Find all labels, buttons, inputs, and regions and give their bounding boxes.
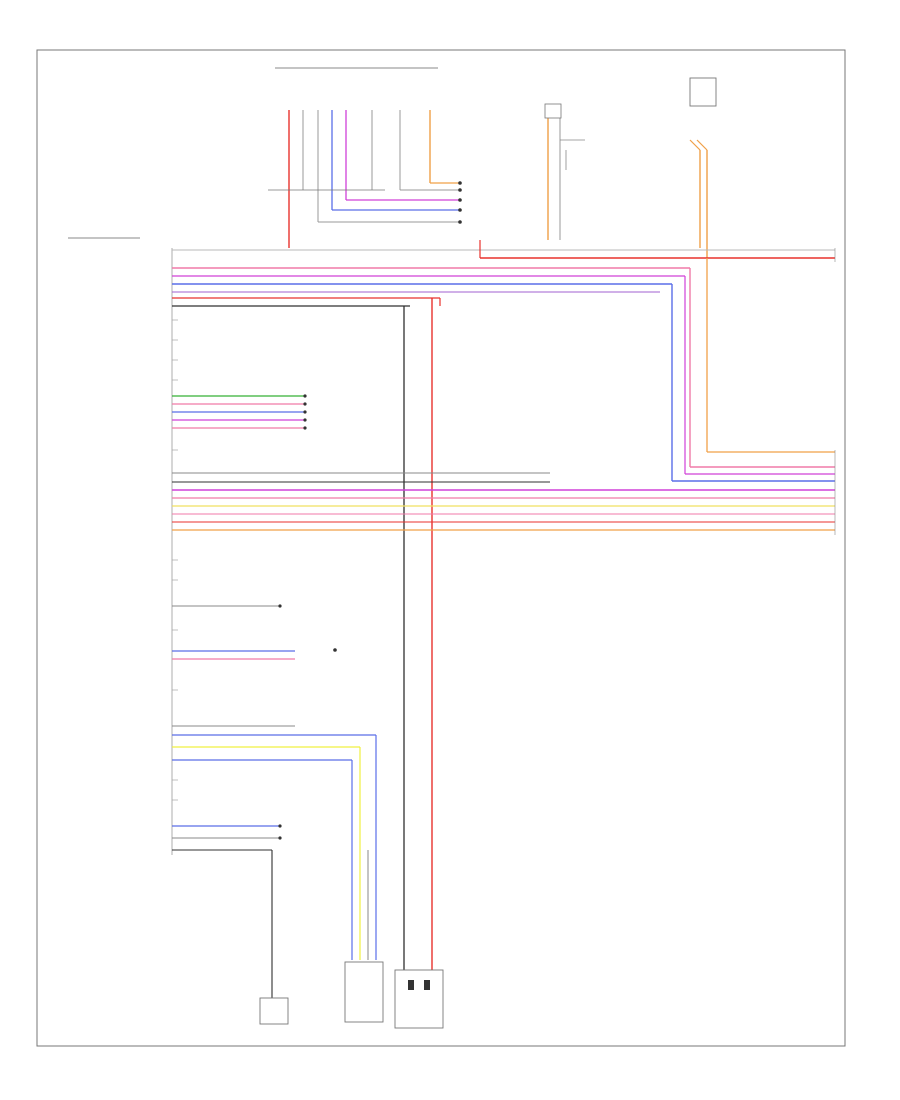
- mid-left-stubs: [172, 394, 307, 430]
- power-trunk: [403, 298, 441, 970]
- top-sensor: [544, 103, 585, 240]
- diagram-frame: [36, 49, 846, 1047]
- sensor-connector: [544, 103, 562, 119]
- wire: [689, 139, 701, 151]
- terminal-dot: [278, 824, 282, 828]
- connector-box: [344, 961, 384, 1023]
- terminal-dot: [458, 208, 462, 212]
- lower-left-stubs: [172, 604, 337, 660]
- sensor-box: [689, 77, 717, 107]
- terminal-dot: [458, 188, 462, 192]
- terminal-dot: [303, 426, 307, 430]
- lower-bus: [172, 472, 835, 531]
- terminal-dot: [458, 220, 462, 224]
- terminal-dot: [333, 648, 337, 652]
- top-connector-wires: [288, 110, 431, 248]
- connector-box: [394, 969, 444, 1029]
- connector-pin: [408, 980, 414, 990]
- wire: [696, 139, 708, 151]
- terminal-dot: [458, 181, 462, 185]
- terminal-dot: [303, 410, 307, 414]
- terminal-dot: [303, 394, 307, 398]
- terminal-dot: [458, 198, 462, 202]
- terminal-dot: [303, 418, 307, 422]
- top-right-stubs: [268, 181, 462, 224]
- pin-ticks: [172, 319, 178, 801]
- terminal-dot: [303, 402, 307, 406]
- connector-pin: [424, 980, 430, 990]
- terminal-dot: [278, 836, 282, 840]
- right-risers: [671, 258, 835, 482]
- bottom-sensor-wires: [172, 725, 377, 960]
- upper-bus: [172, 240, 835, 307]
- ground-box: [259, 997, 289, 1025]
- top-right-module: [689, 77, 717, 258]
- ground-branch: [172, 824, 289, 1025]
- bottom-connectors: [344, 961, 444, 1029]
- terminal-dot: [278, 604, 282, 608]
